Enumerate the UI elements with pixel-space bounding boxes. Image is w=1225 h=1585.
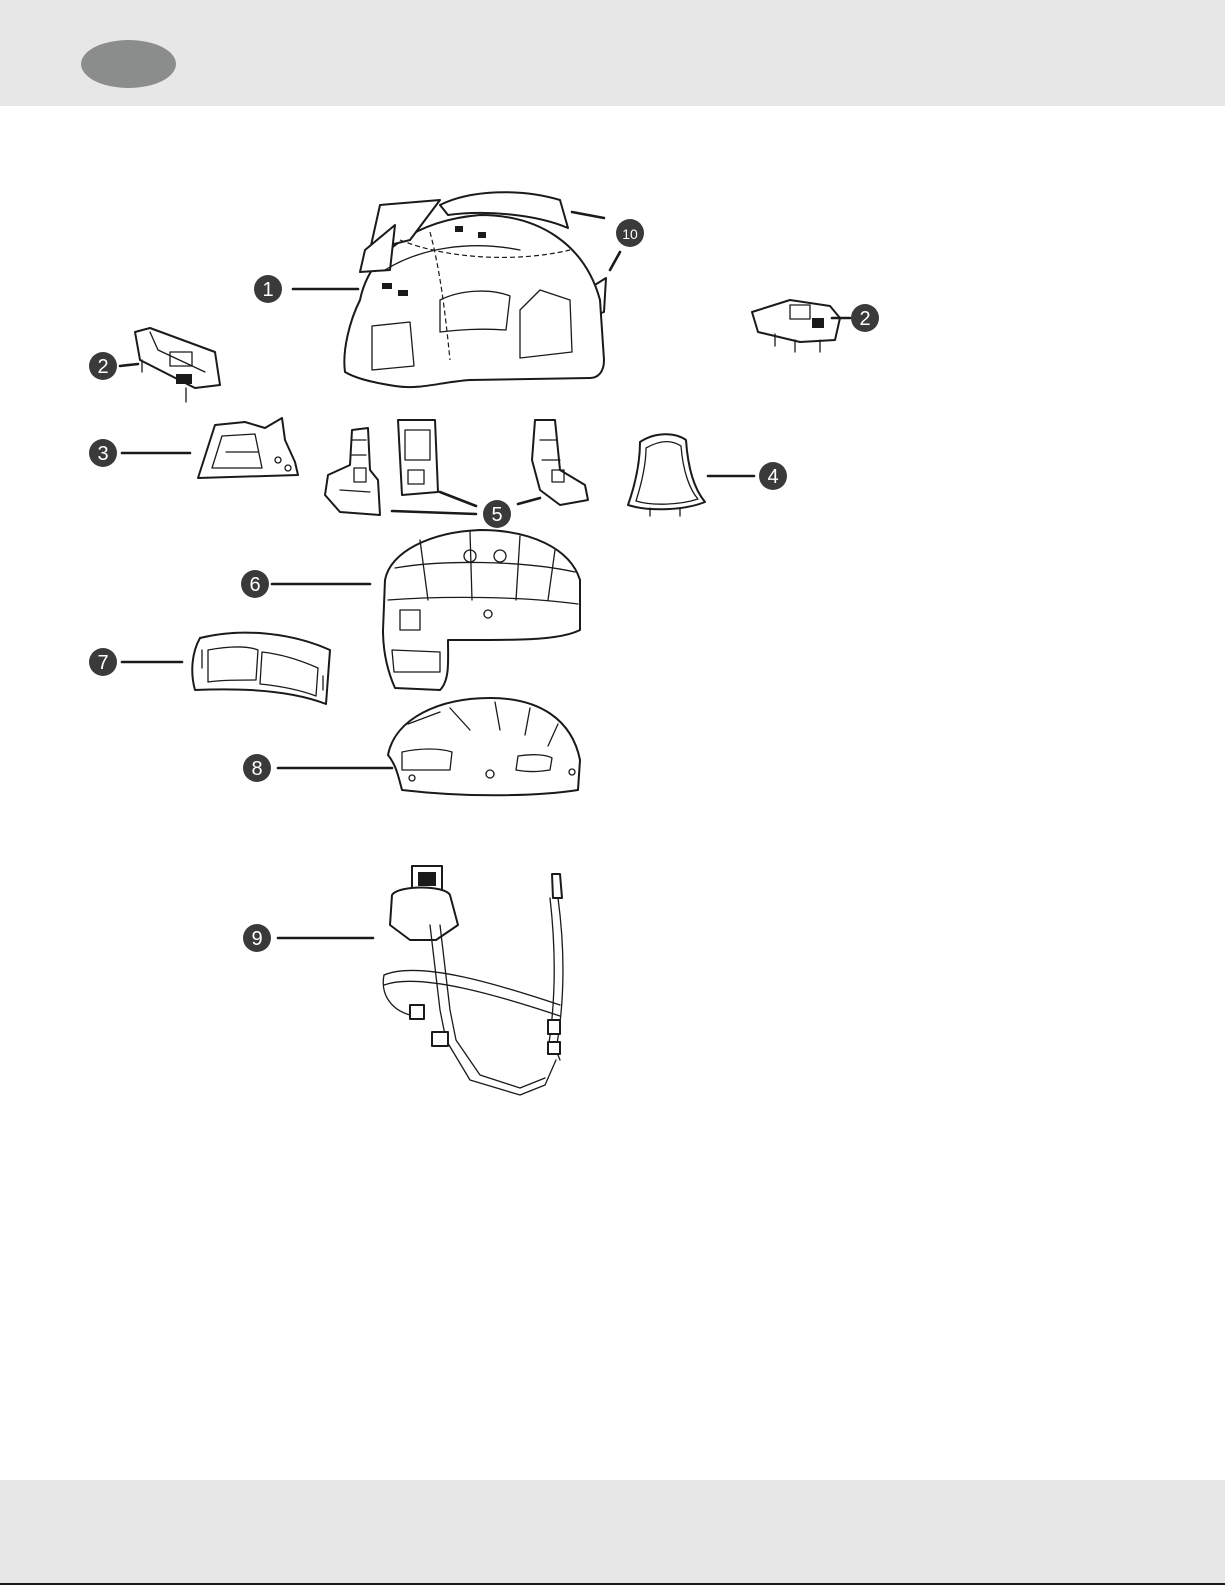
- callout-4: 4: [759, 462, 787, 490]
- callout-2-right-label: 2: [859, 308, 870, 330]
- callout-2-right: 2: [851, 304, 879, 332]
- callout-3: 3: [89, 439, 117, 467]
- part-2-left-attachment: [120, 328, 220, 402]
- callout-8: 8: [243, 754, 271, 782]
- part-8-impact-liner: [278, 698, 580, 795]
- callout-7: 7: [89, 648, 117, 676]
- callout-1: 1: [254, 275, 282, 303]
- part-2-right-attachment: [752, 300, 850, 352]
- callout-2-left: 2: [89, 352, 117, 380]
- callout-10: 10: [616, 219, 644, 247]
- callout-9: 9: [243, 924, 271, 952]
- callout-3-label: 3: [97, 443, 108, 465]
- callout-6-label: 6: [249, 574, 260, 596]
- part-7-brow-pad: [122, 633, 330, 704]
- part-1-outer-shell: [293, 200, 604, 387]
- callout-8-label: 8: [251, 758, 262, 780]
- part-5-side-brackets: [325, 420, 588, 515]
- callout-7-label: 7: [97, 652, 108, 674]
- part-3-rear-cover: [122, 418, 298, 478]
- callout-4-label: 4: [767, 466, 778, 488]
- callout-1-label: 1: [262, 279, 273, 301]
- callout-6: 6: [241, 570, 269, 598]
- callout-9-label: 9: [251, 928, 262, 950]
- callout-10-label: 10: [622, 226, 638, 242]
- callout-5-label: 5: [491, 504, 502, 526]
- part-9-chinstrap-harness: [278, 866, 563, 1095]
- callout-5: 5: [483, 500, 511, 528]
- part-4-front-pad: [628, 434, 754, 516]
- callout-2-left-label: 2: [97, 356, 108, 378]
